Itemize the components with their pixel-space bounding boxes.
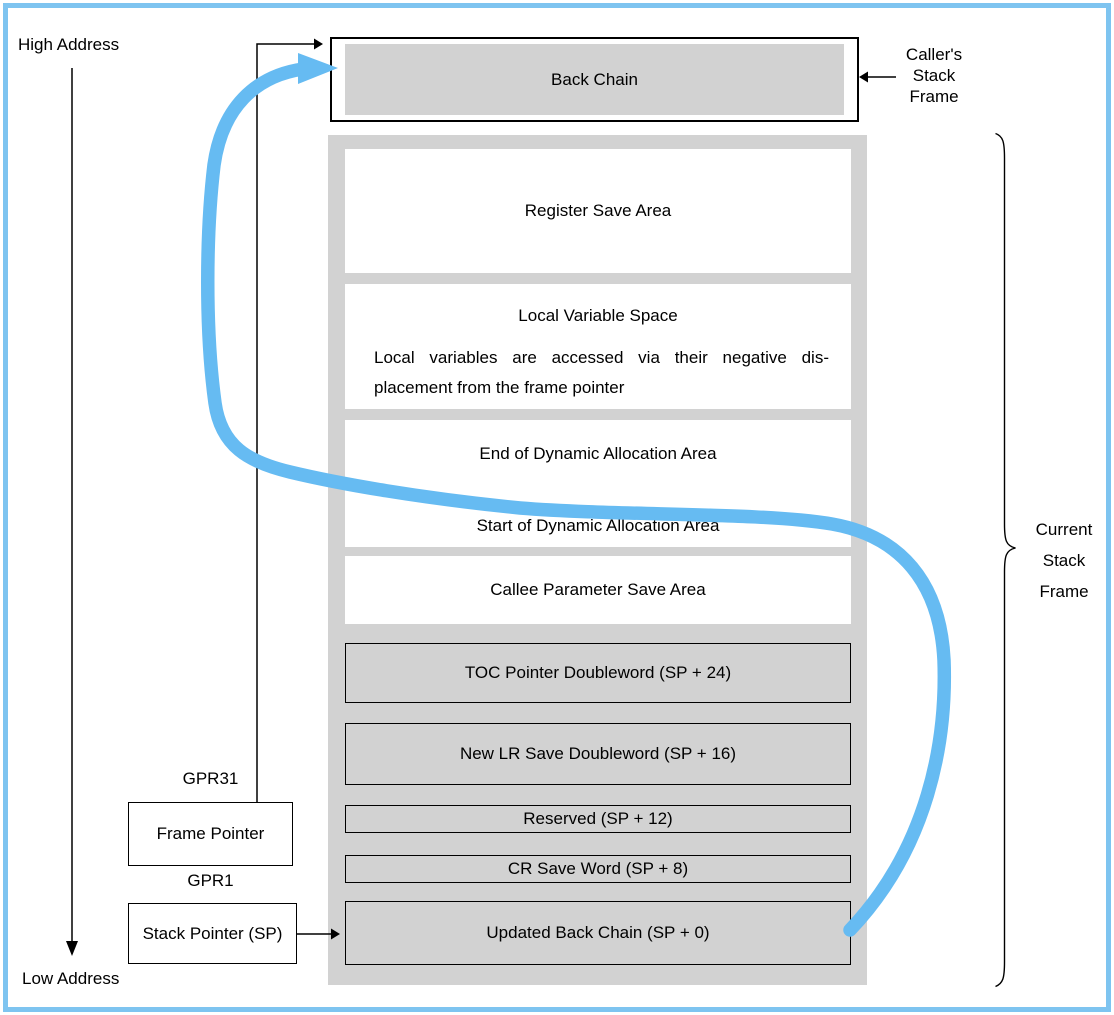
new-lr-save-box: New LR Save Doubleword (SP + 16): [345, 723, 851, 785]
reserved-label: Reserved (SP + 12): [523, 809, 673, 828]
back-chain-box: Back Chain: [330, 37, 859, 122]
stack-pointer-label: Stack Pointer (SP): [142, 923, 283, 943]
register-save-area-box: Register Save Area: [345, 149, 851, 273]
current-stack-frame-label: Current Stack Frame: [1035, 520, 1093, 601]
dynamic-allocation-area-box: End of Dynamic Allocation Area Start of …: [345, 420, 851, 547]
high-address-label: High Address: [18, 35, 120, 54]
frame-pointer-label: Frame Pointer: [156, 824, 265, 843]
register-save-area-label: Register Save Area: [524, 201, 672, 220]
end-dynamic-allocation-label: End of Dynamic Allocation Area: [479, 444, 717, 463]
low-address-label: Low Address: [22, 969, 120, 988]
start-dynamic-allocation-label: Start of Dynamic Allocation Area: [476, 516, 720, 535]
stack-pointer-box: Stack Pointer (SP): [128, 903, 297, 964]
diagram-border: [3, 3, 1111, 1012]
updated-back-chain-box: Updated Back Chain (SP + 0): [345, 901, 851, 965]
updated-back-chain-label: Updated Back Chain (SP + 0): [486, 923, 710, 942]
gpr1-label: GPR1: [187, 871, 234, 890]
local-variable-space-box: Local Variable Space Local variables are…: [345, 284, 851, 409]
callers-stack-frame-label: Caller's Stack Frame: [905, 45, 963, 106]
local-variable-space-text-line2: placement from the frame pointer: [374, 378, 625, 397]
callee-parameter-save-area-label: Callee Parameter Save Area: [490, 580, 706, 599]
back-chain-fill: Back Chain: [345, 44, 844, 115]
reserved-box: Reserved (SP + 12): [345, 805, 851, 833]
frame-pointer-box: Frame Pointer: [128, 802, 293, 866]
new-lr-save-label: New LR Save Doubleword (SP + 16): [459, 744, 737, 763]
local-variable-space-title: Local Variable Space: [518, 306, 678, 325]
toc-pointer-box: TOC Pointer Doubleword (SP + 24): [345, 643, 851, 703]
callee-parameter-save-area-box: Callee Parameter Save Area: [345, 556, 851, 624]
local-variable-space-text-line1: Local variables are accessed via their n…: [374, 348, 829, 367]
cr-save-word-box: CR Save Word (SP + 8): [345, 855, 851, 883]
gpr31-label: GPR31: [182, 769, 239, 788]
toc-pointer-label: TOC Pointer Doubleword (SP + 24): [464, 663, 732, 682]
back-chain-label: Back Chain: [551, 69, 638, 89]
current-stack-frame-container: Register Save Area Local Variable Space …: [328, 135, 867, 985]
cr-save-word-label: CR Save Word (SP + 8): [507, 859, 689, 878]
